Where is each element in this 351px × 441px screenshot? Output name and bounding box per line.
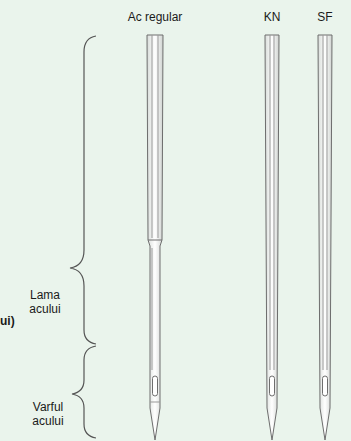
- part-name: Varful acului: [18, 400, 78, 428]
- needle-name: Ac regular: [110, 10, 200, 24]
- part-name: Lama acului: [15, 288, 75, 316]
- kn-needle: [265, 35, 279, 440]
- sf-needle: [318, 35, 332, 440]
- brace: [72, 346, 96, 438]
- brace: [70, 36, 96, 344]
- needle-name: KN: [252, 10, 292, 24]
- cut-off-text: ui): [0, 314, 30, 328]
- needle-name: SF: [305, 10, 345, 24]
- regular-needle: [147, 35, 163, 440]
